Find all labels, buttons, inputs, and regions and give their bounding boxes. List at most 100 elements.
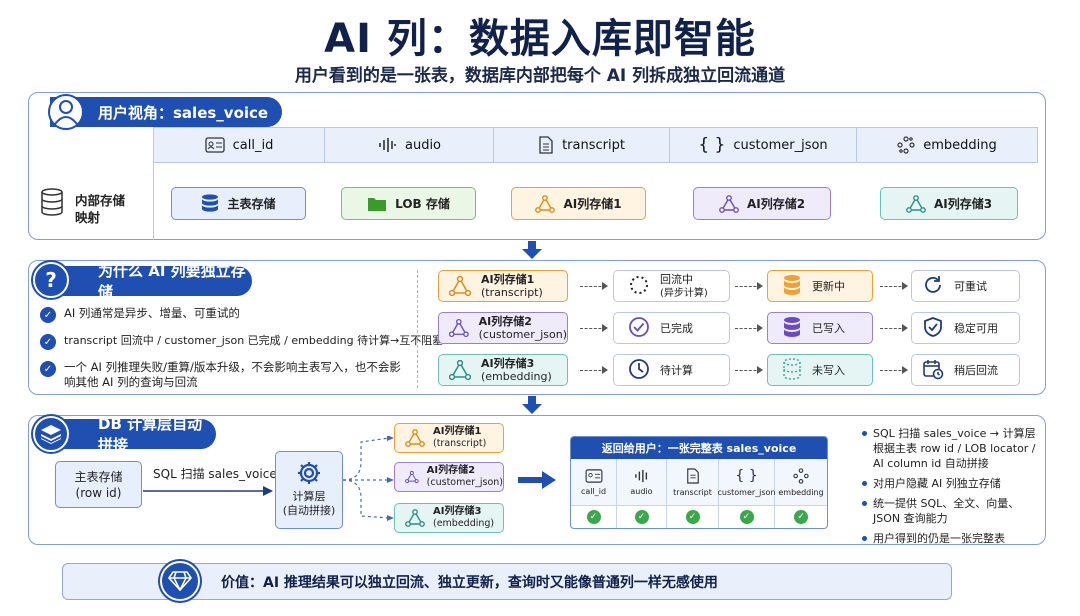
gear-icon bbox=[298, 462, 320, 484]
braces-icon: { } bbox=[735, 467, 758, 484]
braces-icon: { } bbox=[698, 135, 726, 155]
calendar-clock-icon bbox=[922, 358, 944, 383]
flow-status-box: 待计算 bbox=[613, 354, 730, 386]
embedding-dots-icon bbox=[897, 136, 915, 154]
flow-store-box: AI列存储1(transcript) bbox=[438, 270, 568, 302]
network-triangle-icon bbox=[449, 318, 469, 338]
db-note: 对用户隐藏 AI 列独立存储 bbox=[862, 476, 1037, 491]
green-check-icon: ✓ bbox=[794, 510, 808, 524]
storage-ai-2: AI列存储2 bbox=[693, 187, 831, 220]
flow-write-box: 已写入 bbox=[767, 312, 873, 344]
flow-result-box: 可重试 bbox=[911, 270, 1020, 302]
db-notes: SQL 扫描 sales_voice → 计算层根据主表 row id / LO… bbox=[862, 426, 1037, 546]
check-icon: ✓ bbox=[40, 361, 56, 377]
embedding-dots-icon bbox=[793, 467, 809, 484]
why-bullet: ✓AI 列通常是异步、增量、可重试的 bbox=[40, 306, 412, 323]
shield-check-icon bbox=[922, 316, 944, 341]
id-card-icon bbox=[585, 468, 602, 483]
value-banner: 价值：AI 推理结果可以独立回流、独立更新，查询时又能像普通列一样无感使用 bbox=[62, 563, 952, 600]
check-icon: ✓ bbox=[40, 334, 56, 350]
db-ai-store-box: AI列存储2(customer_json) bbox=[394, 462, 504, 492]
green-check-icon: ✓ bbox=[586, 510, 601, 524]
network-triangle-icon bbox=[719, 194, 739, 213]
check-icon: ✓ bbox=[40, 307, 56, 323]
network-triangle-icon bbox=[405, 470, 419, 484]
page-subtitle: 用户看到的是一张表，数据库内部把每个 AI 列拆成独立回流通道 bbox=[294, 66, 786, 86]
internal-storage-label: 内部存储 映射 bbox=[75, 193, 126, 225]
column-call-id: call_id bbox=[154, 128, 325, 162]
why-bullet: ✓transcript 回流中 / customer_json 已完成 / em… bbox=[40, 333, 443, 350]
db-ai-store-box: AI列存储3(embedding) bbox=[394, 503, 504, 533]
db-note: SQL 扫描 sales_voice → 计算层根据主表 row id / LO… bbox=[862, 426, 1037, 471]
scan-label: SQL 扫描 sales_voice bbox=[153, 467, 277, 481]
column-audio: audio bbox=[325, 128, 494, 162]
network-triangle-icon bbox=[449, 360, 471, 380]
id-card-icon bbox=[204, 137, 225, 153]
dashed-arrow bbox=[580, 366, 608, 374]
flow-store-box: AI列存储2(customer_json) bbox=[438, 312, 568, 344]
database-icon bbox=[782, 316, 802, 341]
column-embedding: embedding bbox=[857, 128, 1037, 162]
green-check-icon: ✓ bbox=[685, 510, 700, 524]
flow-write-box: 未写入 bbox=[767, 354, 873, 386]
retry-icon bbox=[922, 274, 944, 299]
dashed-arrow bbox=[735, 282, 763, 290]
storage-lob: LOB 存储 bbox=[341, 187, 476, 220]
database-icon bbox=[782, 274, 802, 299]
folder-icon bbox=[368, 197, 387, 211]
result-columns: call_id✓audio✓transcript✓{ }customer_jso… bbox=[571, 459, 827, 528]
dashed-arrow bbox=[735, 324, 763, 332]
green-check-icon: ✓ bbox=[739, 510, 754, 524]
storage-main: 主表存储 bbox=[171, 187, 306, 220]
result-column: transcript✓ bbox=[667, 459, 719, 528]
result-table: 返回给用户：一张完整表 sales_voice call_id✓audio✓tr… bbox=[570, 436, 828, 529]
db-note: 用户得到的仍是一张完整表 bbox=[862, 531, 1037, 546]
down-arrow-icon bbox=[522, 241, 542, 263]
db-header-text: DB 计算层自动拼接 bbox=[98, 415, 203, 454]
green-check-icon: ✓ bbox=[634, 510, 649, 524]
document-icon bbox=[539, 136, 553, 154]
audio-wave-icon bbox=[634, 469, 647, 482]
db-note: 统一提供 SQL、全文、向量、JSON 查询能力 bbox=[862, 496, 1037, 526]
storage-ai-3: AI列存储3 bbox=[880, 187, 1018, 220]
flow-result-box: 稳定可用 bbox=[911, 312, 1020, 344]
page-title: AI 列：数据入库即智能 bbox=[324, 16, 756, 62]
database-icon bbox=[40, 188, 64, 220]
dashed-arrow bbox=[880, 366, 908, 374]
flow-status-box: 已完成 bbox=[613, 312, 730, 344]
check-circle-icon bbox=[628, 316, 650, 341]
result-column: embedding✓ bbox=[775, 459, 827, 528]
why-header: 为什么 AI 列要独立存储 bbox=[50, 262, 252, 301]
compute-connectors bbox=[342, 435, 395, 530]
user-view-header-text: 用户视角：sales_voice bbox=[98, 103, 269, 122]
network-triangle-icon bbox=[405, 509, 425, 527]
result-column: { }customer_json✓ bbox=[717, 459, 776, 528]
column-customer-json: { } customer_json bbox=[670, 128, 857, 162]
compute-label: 计算层 bbox=[292, 490, 326, 503]
right-arrow-icon bbox=[518, 471, 556, 493]
flow-write-box: 更新中 bbox=[767, 270, 873, 302]
user-icon bbox=[48, 94, 84, 130]
flow-result-box: 稍后回流 bbox=[911, 354, 1020, 386]
user-view-storage-row bbox=[153, 163, 1038, 240]
network-triangle-icon bbox=[535, 194, 556, 213]
dashed-arrow bbox=[735, 366, 763, 374]
network-triangle-icon bbox=[405, 429, 425, 447]
dashed-arrow bbox=[580, 324, 608, 332]
database-icon bbox=[782, 357, 802, 383]
compute-layer-box: 计算层 (自动拼接) bbox=[275, 451, 343, 529]
main-store-sub: (row id) bbox=[75, 486, 122, 500]
document-icon bbox=[686, 467, 699, 484]
why-bullet-list: ✓AI 列通常是异步、增量、可重试的 ✓transcript 回流中 / cus… bbox=[40, 306, 443, 390]
why-bullet: ✓一个 AI 列推理失败/重算/版本升级，不会影响主表写入，也不会影响其他 AI… bbox=[40, 360, 412, 390]
down-arrow-icon bbox=[522, 396, 542, 418]
dashed-arrow bbox=[580, 282, 608, 290]
result-table-header: 返回给用户：一张完整表 sales_voice bbox=[571, 437, 827, 459]
flow-store-box: AI列存储3(embedding) bbox=[438, 354, 568, 386]
result-column: audio✓ bbox=[617, 459, 667, 528]
database-icon bbox=[202, 193, 219, 212]
flow-status-box: 回流中(异步计算) bbox=[613, 270, 730, 302]
audio-wave-icon bbox=[379, 138, 396, 152]
dashed-arrow bbox=[880, 282, 908, 290]
dashed-arrow bbox=[880, 324, 908, 332]
